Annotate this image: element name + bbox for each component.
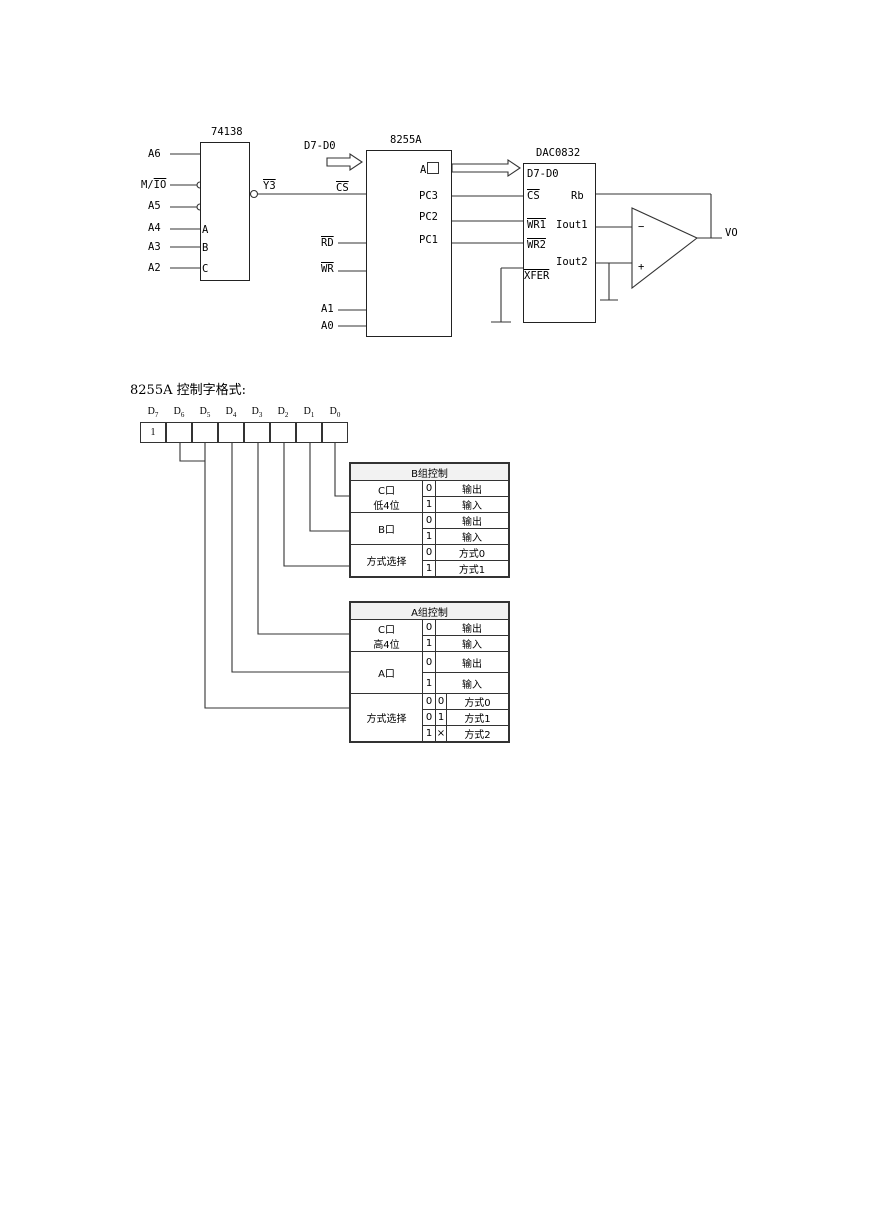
dac-cs: CS — [527, 190, 540, 202]
cell-output: 输出 — [435, 512, 509, 529]
ppi-rd: RD — [321, 237, 334, 249]
bit-label-d2: D2 — [277, 406, 289, 419]
cell-input: 输入 — [435, 672, 509, 694]
decoder-pin-c: C — [202, 263, 209, 275]
cell-output: 输出 — [435, 480, 509, 497]
ppi-port-a: A — [420, 162, 440, 176]
cell-value: 0 — [422, 619, 436, 636]
dac-wr2: WR2 — [527, 239, 546, 251]
cell-mode1: 方式1 — [435, 560, 509, 577]
ppi-a1: A1 — [321, 303, 334, 315]
group-b-mode-select: 方式选择 — [350, 544, 423, 577]
ppi-8255a-box — [366, 150, 452, 337]
cell-value: 1 — [422, 672, 436, 694]
group-a-table: A组控制 C口高4位 0 输出 1 输入 A口 0 输出 1 输入 方式选择 0… — [349, 601, 510, 743]
decoder-input-a2: A2 — [148, 262, 161, 274]
cell-value: 1 — [422, 725, 436, 742]
bit-cell-d1 — [296, 422, 322, 443]
ppi-pc1: PC1 — [419, 234, 438, 246]
bus-label: D7-D0 — [304, 140, 336, 152]
decoder-title: 74138 — [211, 126, 243, 138]
group-a-mode-select: 方式选择 — [350, 693, 423, 742]
decoder-pin-a: A — [202, 224, 209, 236]
dac-iout2: Iout2 — [556, 256, 588, 268]
dac-iout1: Iout1 — [556, 219, 588, 231]
dac-xfer: XFER — [524, 270, 550, 282]
bit-cell-d4 — [218, 422, 244, 443]
bit-label-d3: D3 — [251, 406, 263, 419]
group-b-title: B组控制 — [350, 463, 509, 481]
decoder-input-a5: A5 — [148, 200, 161, 212]
cell-mode0: 方式0 — [435, 544, 509, 561]
bit-cell-d6 — [166, 422, 192, 443]
cell-input: 输入 — [435, 528, 509, 545]
decoder-input-m-io: M/IO — [141, 179, 167, 191]
decoder-input-a3: A3 — [148, 241, 161, 253]
group-a-c-high: C口高4位 — [350, 619, 423, 652]
cell-value: 1 — [422, 635, 436, 652]
dac-rb: Rb — [571, 190, 584, 202]
port-a-box-icon — [427, 162, 440, 174]
bit-cell-d0 — [322, 422, 348, 443]
cell-value: 1 — [422, 560, 436, 577]
ppi-pc3: PC3 — [419, 190, 438, 202]
cell-value: 1 — [435, 709, 447, 726]
bit-cell-d5 — [192, 422, 218, 443]
cell-output: 输出 — [435, 619, 509, 636]
bit-cell-d7: 1 — [140, 422, 166, 443]
bit-cell-d2 — [270, 422, 296, 443]
cell-value: 0 — [422, 709, 436, 726]
dac-bus: D7-D0 — [527, 168, 559, 180]
cell-output: 输出 — [435, 651, 509, 673]
ppi-title: 8255A — [390, 134, 422, 146]
bit-label-d0: D0 — [329, 406, 341, 419]
cell-mode2: 方式2 — [446, 725, 509, 742]
bit-label-d4: D4 — [225, 406, 237, 419]
cell-input: 输入 — [435, 635, 509, 652]
cell-value: 0 — [435, 693, 447, 710]
cell-value: 0 — [422, 512, 436, 529]
decoder-74138-box — [200, 142, 250, 281]
dac-title: DAC0832 — [536, 147, 581, 159]
opamp-plus: + — [638, 261, 645, 273]
bit-cell-d3 — [244, 422, 270, 443]
cell-value: 0 — [422, 651, 436, 673]
decoder-input-a4: A4 — [148, 222, 161, 234]
ppi-pc2: PC2 — [419, 211, 438, 223]
decoder-pin-b: B — [202, 242, 209, 254]
group-a-title: A组控制 — [350, 602, 509, 620]
decoder-input-a6: A6 — [148, 148, 161, 160]
dac0832-box — [523, 163, 596, 323]
cell-value: 0 — [422, 480, 436, 497]
cell-mode0: 方式0 — [446, 693, 509, 710]
bit-label-d5: D5 — [199, 406, 211, 419]
bit-label-d6: D6 — [173, 406, 185, 419]
bit-label-d1: D1 — [303, 406, 315, 419]
dac-wr1: WR1 — [527, 219, 546, 231]
cell-value: 1 — [422, 496, 436, 513]
group-b-table: B组控制 C口低4位 0 输出 1 输入 B口 0 输出 1 输入 方式选择 0… — [349, 462, 510, 578]
ppi-cs: CS — [336, 182, 349, 194]
group-b-c-low: C口低4位 — [350, 480, 423, 513]
control-word-caption: 8255A 控制字格式: — [130, 383, 246, 398]
cell-input: 输入 — [435, 496, 509, 513]
group-a-a-port: A口 — [350, 651, 423, 694]
cell-value: 1 — [422, 528, 436, 545]
ppi-a0: A0 — [321, 320, 334, 332]
cell-mode1: 方式1 — [446, 709, 509, 726]
ppi-wr: WR — [321, 263, 334, 275]
group-b-b-port: B口 — [350, 512, 423, 545]
output-vo: VO — [725, 227, 738, 239]
cell-value: 0 — [422, 693, 436, 710]
decoder-output-y3: Y3 — [263, 180, 276, 192]
bit-label-d7: D7 — [147, 406, 159, 419]
cell-dont-care: × — [435, 725, 447, 742]
cell-value: 0 — [422, 544, 436, 561]
opamp-minus: − — [638, 221, 645, 233]
